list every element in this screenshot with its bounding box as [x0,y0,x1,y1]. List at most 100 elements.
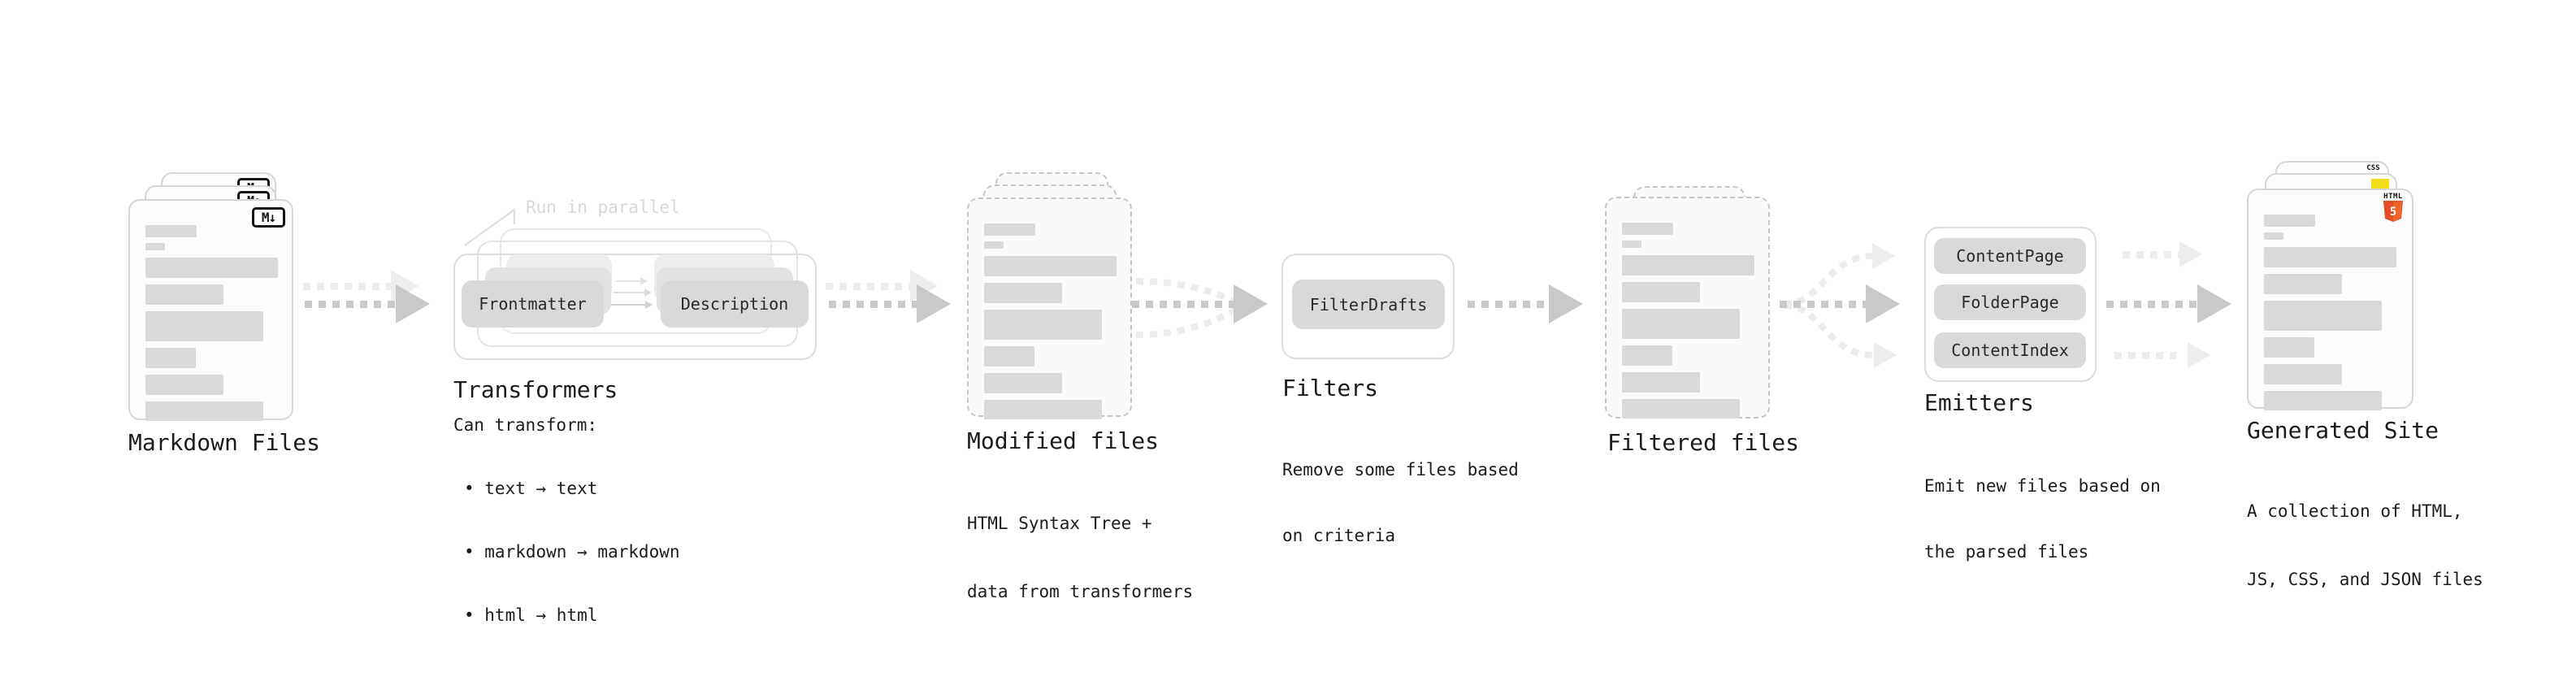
stage-title-generated-site: Generated Site [2247,417,2439,444]
document-skeleton [969,199,1130,419]
dashed-arrow-line [303,283,391,290]
pill-arrowhead-icon [640,277,648,285]
subtitle-line: data from transformers [967,582,1194,601]
skeleton-bar [2264,364,2342,384]
pill-arrow-line [616,280,640,282]
modified-file-card-front [967,197,1132,419]
pill-arrow-line [611,304,645,306]
skeleton-bar [984,256,1117,276]
emitters-subtitle: Emit new files based on the parsed files [1924,432,2161,607]
arrowhead-icon [2197,284,2231,323]
dashed-arrow-line [305,301,396,308]
skeleton-bar [1622,223,1673,235]
run-in-parallel-label: Run in parallel [526,197,680,217]
dashed-arrow-line [2123,251,2179,258]
emitters-frame [1924,227,2097,382]
transformers-lead-text: Can transform: [453,415,598,435]
skeleton-bar [2264,337,2314,358]
folderpage-pill: FolderPage [1934,284,2086,320]
subtitle-line: Emit new files based on [1924,476,2161,496]
stage-title-modified-files: Modified files [967,427,1160,454]
skeleton-bar [1622,372,1700,393]
skeleton-bar [984,373,1062,393]
arrowhead-icon [1866,284,1900,323]
skeleton-bar [2264,274,2342,294]
stage-title-transformers: Transformers [453,376,618,403]
skeleton-bar [2264,247,2396,267]
document-skeleton [2249,190,2412,410]
pill-arrow-line [614,292,644,293]
bullet-item: • markdown → markdown [464,542,680,562]
skeleton-bar [984,400,1102,419]
transformers-bullet-list: • text → text • markdown → markdown • ht… [453,436,680,668]
html5-icon: HTML 5 [2383,193,2404,223]
arrowhead-icon [1872,243,1895,269]
description-pill: Description [661,280,809,327]
skeleton-bar [1622,282,1700,302]
js-icon [2371,179,2389,189]
subtitle-line: Remove some files based [1282,460,1519,479]
skeleton-bar [145,225,197,237]
skeleton-bar [2264,391,2382,410]
skeleton-bar [145,375,223,395]
skeleton-bar [2264,232,2283,240]
frontmatter-pill: Frontmatter [462,280,604,327]
arrowhead-icon [2179,241,2202,267]
subtitle-line: HTML Syntax Tree + [967,514,1152,533]
skeleton-bar [1622,241,1641,248]
skeleton-bar [984,346,1034,367]
stage-title-filters: Filters [1282,375,1379,401]
skeleton-bar [145,243,165,250]
stage-title-filtered-files: Filtered files [1607,429,1800,456]
document-skeleton [130,201,292,421]
transformer-frame-front [453,254,817,360]
skeleton-bar [984,241,1004,249]
arrowhead-icon [2188,342,2210,368]
skeleton-bar [145,284,223,305]
dashed-arrow-line [826,283,910,290]
generated-file-card-front: HTML 5 [2247,189,2413,410]
pill-arrowhead-icon [644,288,652,297]
dashed-arrow-line [829,301,917,308]
filters-subtitle: Remove some files based on criteria [1282,415,1519,591]
modified-files-subtitle: HTML Syntax Tree + data from transformer… [967,466,1193,648]
filters-frame [1281,254,1455,359]
dashed-arrow-line [1780,301,1866,308]
dashed-arrow-line [2106,301,2197,308]
markdown-icon: M↓ [252,207,285,228]
markdown-file-card-front: M↓ [128,199,293,421]
subtitle-line: JS, CSS, and JSON files [2247,570,2483,589]
dashed-arrow-line [1468,301,1549,308]
dashed-arrow-line [1132,301,1234,308]
bullet-item: • html → html [464,605,598,625]
skeleton-bar [145,311,263,341]
generated-site-subtitle: A collection of HTML, JS, CSS, and JSON … [2247,454,2483,636]
html5-icon-label: HTML [2383,193,2403,201]
pill-arrowhead-icon [645,301,653,309]
skeleton-bar [1622,399,1740,419]
subtitle-line: the parsed files [1924,542,2089,562]
skeleton-bar [1622,309,1740,339]
skeleton-bar [984,310,1102,340]
svg-text:5: 5 [2390,206,2396,219]
filtered-file-card-front [1605,197,1770,419]
document-skeleton [1607,198,1768,419]
split-curves [1784,253,1873,358]
arrowhead-icon [1549,284,1583,323]
annotation-leader-line [464,208,515,246]
skeleton-bar [145,348,196,368]
skeleton-bar [145,258,278,278]
subtitle-line: on criteria [1282,526,1396,545]
skeleton-bar [145,401,263,421]
html5-shield-icon: 5 [2383,201,2403,222]
filterdrafts-pill: FilterDrafts [1292,280,1445,329]
skeleton-bar [984,223,1035,236]
skeleton-bar [1622,345,1672,366]
contentindex-pill: ContentIndex [1934,332,2086,368]
bullet-item: • text → text [464,479,598,498]
skeleton-bar [984,283,1062,303]
merge-curves [1135,278,1242,338]
dashed-arrow-line [2114,352,2176,359]
css-icon-label: CSS [2366,164,2380,172]
